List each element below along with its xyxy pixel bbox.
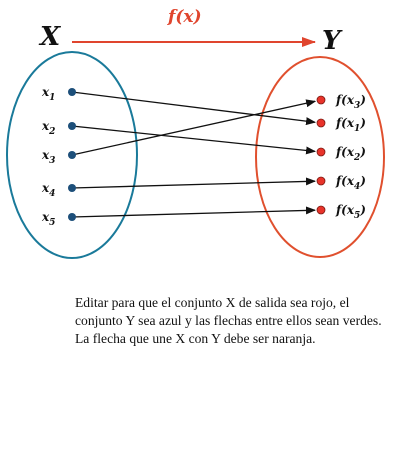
instructions-text: Editar para que el conjunto X de salida … — [75, 295, 382, 346]
domain-label-3: x3 — [41, 148, 55, 166]
codomain-point-5 — [316, 205, 326, 215]
domain-point-3 — [68, 151, 76, 159]
codomain-point-1 — [316, 95, 326, 105]
domain-point-4 — [68, 184, 76, 192]
map-label: f(x) — [167, 7, 202, 27]
set-x-ellipse — [6, 51, 138, 259]
set-y-ellipse — [255, 56, 385, 258]
mapping-arrow-4 — [71, 177, 317, 189]
domain-label-2: x2 — [41, 119, 55, 137]
codomain-point-3 — [316, 147, 326, 157]
domain-label-4: x4 — [41, 181, 55, 199]
function-mapping-diagram: X Y f(x) x1 x2 x3 x4 x5 f(x3) f(x1) f(x2) f(x4)… — [6, 7, 385, 259]
mapping-arrow-1 — [71, 91, 317, 126]
mapping-arrows — [71, 91, 317, 218]
codomain-label-5: f(x5) — [335, 203, 366, 221]
domain-label-5: x5 — [41, 210, 55, 228]
codomain-label-3: f(x2) — [335, 145, 366, 163]
set-x-title: X — [38, 22, 62, 52]
codomain-label-4: f(x4) — [335, 174, 366, 192]
set-y-title: Y — [322, 26, 343, 56]
codomain-point-2 — [316, 118, 326, 128]
mapping-arrow-2 — [71, 125, 317, 155]
domain-point-2 — [68, 122, 76, 130]
codomain-label-1: f(x3) — [335, 93, 366, 111]
domain-point-1 — [68, 88, 76, 96]
codomain-point-4 — [316, 176, 326, 186]
mapping-arrow-3 — [71, 99, 317, 156]
domain-points: x1 x2 x3 x4 x5 — [41, 85, 76, 228]
domain-point-5 — [68, 213, 76, 221]
mapping-arrow-5 — [71, 206, 317, 218]
domain-label-1: x1 — [41, 85, 55, 103]
codomain-label-2: f(x1) — [335, 116, 366, 134]
codomain-points: f(x3) f(x1) f(x2) f(x4) f(x5) — [316, 93, 366, 221]
